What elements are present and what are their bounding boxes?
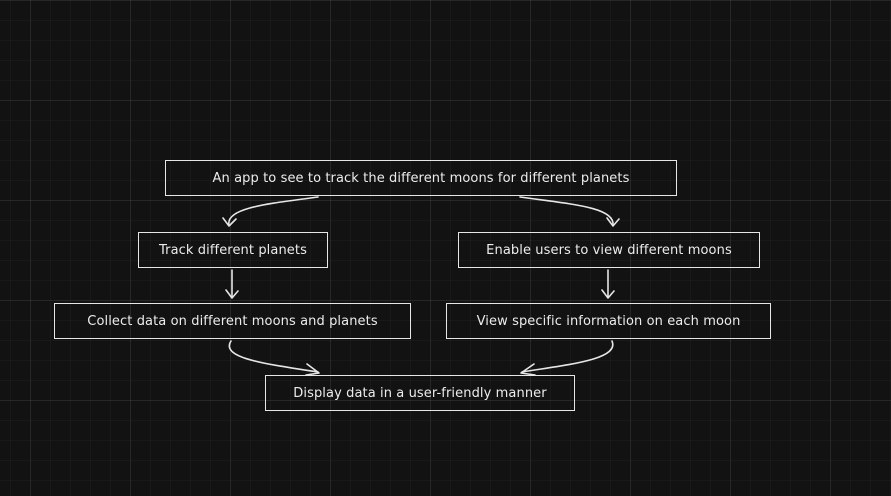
arrow-enable-users-to-view-info bbox=[601, 269, 615, 299]
arrow-collect-data-to-display-data bbox=[228, 340, 320, 376]
node-root-label: An app to see to track the different moo… bbox=[212, 170, 630, 186]
node-collect-data-label: Collect data on different moons and plan… bbox=[87, 313, 378, 329]
node-track-planets-label: Track different planets bbox=[159, 242, 307, 258]
arrow-track-planets-to-collect-data bbox=[225, 269, 239, 299]
node-display-data-label: Display data in a user-friendly manner bbox=[293, 385, 547, 401]
node-root-app-idea: An app to see to track the different moo… bbox=[165, 160, 677, 196]
arrow-view-info-to-display-data bbox=[520, 340, 614, 376]
node-enable-users-label: Enable users to view different moons bbox=[486, 242, 732, 258]
node-display-data: Display data in a user-friendly manner bbox=[265, 375, 575, 411]
node-track-planets: Track different planets bbox=[138, 232, 328, 268]
arrow-root-to-enable-users bbox=[519, 196, 620, 227]
arrow-root-to-track-planets bbox=[222, 196, 319, 227]
node-collect-data: Collect data on different moons and plan… bbox=[54, 303, 411, 339]
node-view-info: View specific information on each moon bbox=[446, 303, 771, 339]
node-enable-users: Enable users to view different moons bbox=[458, 232, 760, 268]
node-view-info-label: View specific information on each moon bbox=[476, 313, 741, 329]
